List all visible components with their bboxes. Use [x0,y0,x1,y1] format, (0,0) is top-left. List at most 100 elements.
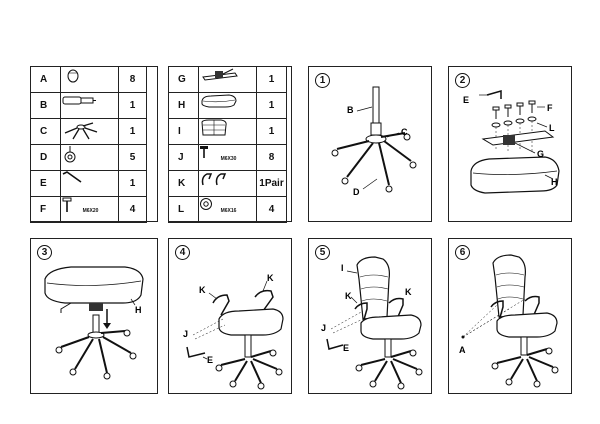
star-base [496,348,554,382]
part-letter: E [30,170,61,197]
part-quantity: 8 [256,144,287,171]
gas-lift [372,86,380,128]
gas-lift-sleeve [370,122,382,136]
casters [215,349,283,390]
part-image-cell [198,170,257,197]
mechanism-plate [481,130,555,146]
casters [331,133,417,193]
part-letter: B [30,92,61,119]
step-2-illustration: E F L G H [463,90,560,194]
part-quantity: 1 [118,92,147,119]
casters [55,329,137,380]
part-image-cell: M6X30 [198,144,257,171]
part-quantity: 1 [256,66,287,93]
step-3-illustration: H [44,266,144,380]
part-quantity: 1 [256,118,287,145]
star-base [220,350,278,384]
step-5-panel: 5 I K K J E [308,238,432,394]
part-letter: H [168,92,199,119]
part-letter: G [168,66,199,93]
part-quantity: 1 [118,118,147,145]
step-2-label-e: E [463,95,469,105]
allen-key [186,346,206,358]
part-image-cell [60,118,119,145]
seat-cushion [44,266,144,304]
casters [355,349,423,390]
mechanism-body [503,135,515,145]
part-row-j: J M6X30 8 [168,144,287,171]
star-base [360,350,418,384]
step-5-illustration: I K K J E [321,256,423,390]
step-2-label-l: L [549,123,555,133]
part-letter: I [168,118,199,145]
star-base [60,330,132,374]
part-image-cell [198,66,257,93]
step-4-label-k-right: K [267,273,274,283]
washers [491,116,537,128]
step-6-number: 6 [455,245,470,260]
part-quantity: 1 [256,92,287,119]
armrest-left [212,294,230,316]
step-2-label-h: H [551,177,558,187]
step-2-label-g: G [537,149,544,159]
step-3-label-h: H [135,305,142,315]
part-letter: F [30,196,61,223]
part-letter: C [30,118,61,145]
part-quantity: 4 [118,196,147,223]
part-image-cell [198,118,257,145]
step-3-panel: 3 H [30,238,158,394]
part-letter: J [168,144,199,171]
part-image-cell [60,144,119,171]
part-spec: M6X16 [220,208,237,214]
step-6-panel: 6 A [448,238,572,394]
seat-cushion [470,156,560,194]
step-6-label-a: A [459,345,466,355]
step-4-number: 4 [175,245,190,260]
step-1-label-b: B [347,105,354,115]
bolts [492,100,536,119]
part-quantity: 4 [256,196,287,223]
step-4-label-j: J [183,329,188,339]
step-5-label-k-left: K [345,291,352,301]
part-image-cell [60,170,119,197]
part-row-l: L M6X16 4 [168,196,287,223]
step-1-label-d: D [353,187,360,197]
part-letter: L [168,196,199,223]
step-1-label-c: C [401,127,408,137]
part-image-cell [60,92,119,119]
step-6-illustration: A [459,254,559,388]
caster-plug-icon [461,335,465,339]
armrest-right [254,289,274,312]
step-5-label-e: E [343,343,349,353]
step-1-panel: 1 B C D [308,66,432,222]
step-2-label-f: F [547,103,553,113]
part-quantity: 5 [118,144,147,171]
step-4-label-k-left: K [199,285,206,295]
part-image-cell [198,92,257,119]
step-4-label-e: E [207,355,213,365]
part-quantity: 1Pair [256,170,287,197]
part-row-k: K 1Pair [168,170,287,197]
part-image-cell: M6X20 [60,196,119,223]
step-5-label-k-right: K [405,287,412,297]
part-spec: M6X20 [82,208,99,214]
part-letter: K [168,170,199,197]
part-row-f: F M6X20 4 [30,196,147,223]
part-quantity: 8 [118,66,147,93]
part-spec: M6X30 [220,156,237,162]
part-letter: A [30,66,61,93]
part-image-cell: M6X16 [198,196,257,223]
part-letter: D [30,144,61,171]
allen-key [326,338,344,350]
part-image-cell [60,66,119,93]
